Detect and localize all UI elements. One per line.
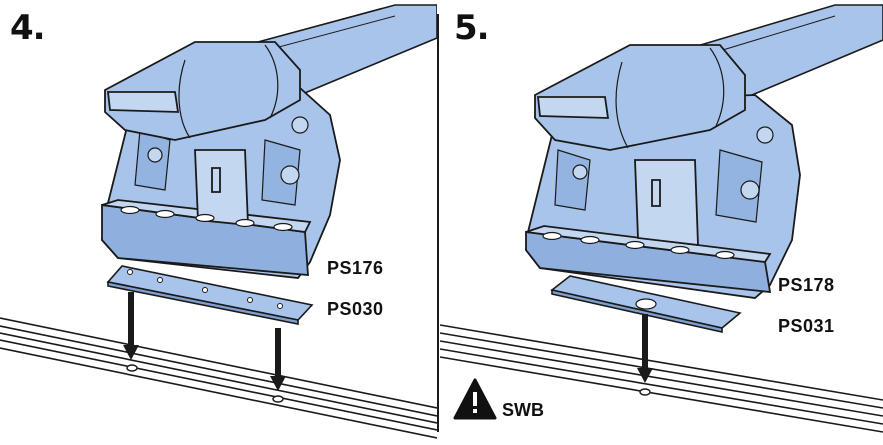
pad-ps030 [106,265,314,325]
part-label-ps031: PS031 [778,316,835,336]
step-5-illustration [440,4,883,433]
step-4-illustration [0,4,437,439]
step-4-panel: 4. PS176 PS030 [0,0,437,445]
bar-end-cap [534,44,746,151]
rail-hole [272,395,284,403]
warning-triangle-icon [453,378,497,420]
panel-divider [437,14,439,432]
part-label-ps178: PS178 [778,275,835,295]
step-5-panel: 5. PS178 PS031 SWB [440,0,883,445]
part-label-ps030: PS030 [327,299,384,319]
down-arrow-icon [270,328,286,391]
rail-hole [126,364,138,372]
down-arrow-icon [637,314,653,383]
part-label-ps176: PS176 [327,258,384,278]
warning-label: SWB [502,400,544,420]
rail-hole [639,388,651,396]
step-number: 4. [10,8,46,48]
roof-rail [0,317,437,439]
bar-end-cap [104,41,301,141]
roof-rail [440,324,883,433]
step-number: 5. [454,8,490,48]
down-arrow-icon [123,292,139,360]
pad-ps031 [550,275,742,333]
